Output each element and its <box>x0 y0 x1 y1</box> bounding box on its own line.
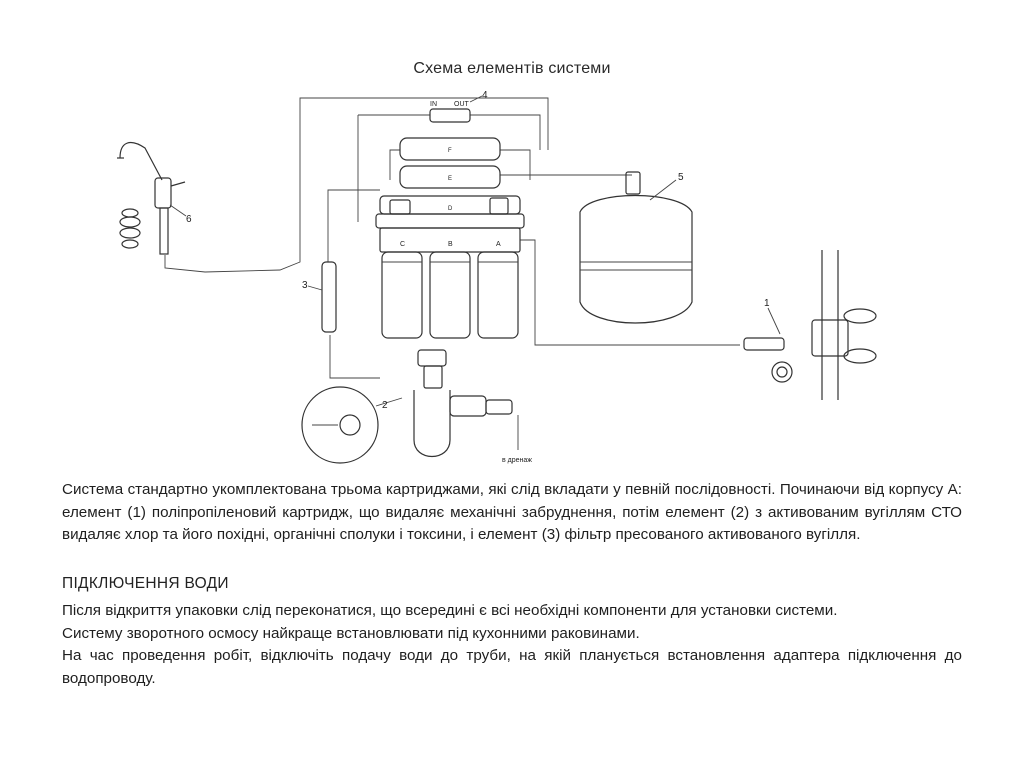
flow-restrictor <box>307 261 337 333</box>
faucet-washers <box>119 208 141 249</box>
callout-6: 6 <box>186 214 192 225</box>
housing-label-b: B <box>448 241 453 248</box>
membrane-label-f: F <box>448 148 452 154</box>
system-diagram: IN OUT 1 2 3 4 5 6 C B A F E D в дренаж <box>117 90 877 464</box>
callout-3: 3 <box>302 280 308 291</box>
callout-2: 2 <box>382 400 388 411</box>
faucet <box>117 141 187 255</box>
diagram-title: Схема елементів системи <box>413 60 611 77</box>
tubing-lines <box>164 97 740 450</box>
membrane-label-e: E <box>448 176 452 182</box>
intro-paragraph: Система стандартно укомплектована трьома… <box>62 479 962 547</box>
connection-line-3: На час проведення робіт, відключіть пода… <box>62 647 962 664</box>
feed-water-adapter <box>743 250 877 400</box>
callout-1: 1 <box>764 298 770 309</box>
connection-line-4: водопроводу. <box>62 669 156 687</box>
connection-line-2: Систему зворотного осмосу найкраще встан… <box>62 624 640 642</box>
connection-paragraph: Після відкриття упаковки слід переконати… <box>62 600 962 690</box>
intro-line-2: елемент (1) поліпропіленовий картридж, щ… <box>62 503 962 521</box>
drain-label: в дренаж <box>502 457 532 464</box>
prefilter-housings <box>375 195 525 339</box>
connection-line-1: Після відкриття упаковки слід переконати… <box>62 602 838 619</box>
diagram-labels: IN OUT 1 2 3 4 5 6 C B A F E D в дренаж <box>186 90 770 464</box>
drain-saddle <box>301 349 513 464</box>
housing-label-a: A <box>496 241 501 248</box>
callout-5: 5 <box>678 172 684 183</box>
port-in-label: IN <box>430 101 437 108</box>
port-out-label: OUT <box>454 101 470 108</box>
membrane-housings <box>399 95 501 189</box>
intro-line-1: Система стандартно укомплектована трьома… <box>62 481 962 498</box>
section-heading: ПІДКЛЮЧЕННЯ ВОДИ <box>62 575 229 592</box>
membrane-label-d: D <box>448 206 453 212</box>
housing-label-c: C <box>400 241 405 248</box>
storage-tank <box>579 171 693 324</box>
intro-line-3: видаляє хлор та його похідні, органічні … <box>62 526 861 543</box>
callout-4: 4 <box>482 90 488 101</box>
